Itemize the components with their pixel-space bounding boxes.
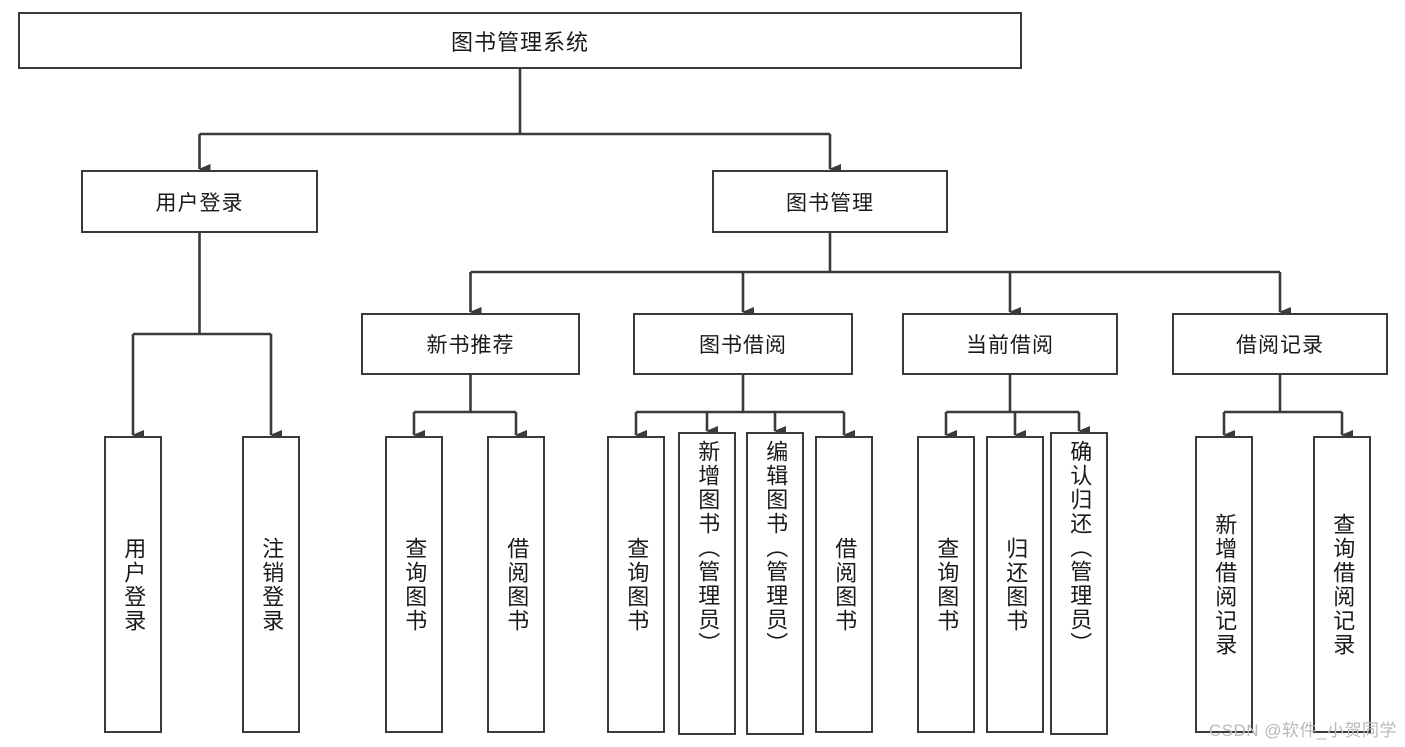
- node-leaf-confirm-return-admin[interactable]: 确认归还（管理员）: [1050, 432, 1108, 735]
- node-label: 注销登录: [259, 536, 285, 633]
- node-leaf-query-book-2[interactable]: 查询图书: [607, 436, 665, 733]
- node-leaf-user-logout[interactable]: 注销登录: [242, 436, 300, 733]
- node-label: 图书管理: [786, 191, 874, 215]
- csdn-watermark: CSDN @软件_小贺同学: [1208, 721, 1397, 740]
- node-user-login[interactable]: 用户登录: [81, 170, 318, 233]
- node-root[interactable]: 图书管理系统: [18, 12, 1022, 69]
- node-leaf-add-book-admin[interactable]: 新增图书（管理员）: [678, 432, 736, 735]
- node-borrow-record[interactable]: 借阅记录: [1172, 313, 1388, 375]
- node-book-borrow[interactable]: 图书借阅: [633, 313, 853, 375]
- node-label: 查询图书: [402, 536, 428, 633]
- node-label: 新书推荐: [426, 334, 515, 357]
- node-leaf-borrow-book-2[interactable]: 借阅图书: [815, 436, 873, 733]
- node-label: 确认归还（管理员）: [1067, 440, 1093, 656]
- node-label: 查询图书: [624, 536, 650, 633]
- node-book-manage[interactable]: 图书管理: [712, 170, 948, 233]
- node-label: 图书管理系统: [450, 29, 589, 55]
- node-label: 新增借阅记录: [1212, 512, 1238, 657]
- node-leaf-edit-book-admin[interactable]: 编辑图书（管理员）: [746, 432, 804, 735]
- node-label: 借阅图书: [832, 536, 858, 633]
- node-label: 新增图书（管理员）: [695, 440, 721, 656]
- node-label: 图书借阅: [699, 334, 787, 357]
- node-leaf-borrow-book-1[interactable]: 借阅图书: [487, 436, 545, 733]
- node-label: 查询图书: [934, 536, 960, 633]
- node-current-borrow[interactable]: 当前借阅: [902, 313, 1118, 375]
- node-leaf-add-borrow-record[interactable]: 新增借阅记录: [1195, 436, 1253, 733]
- node-new-book-recommend[interactable]: 新书推荐: [361, 313, 580, 375]
- node-label: 用户登录: [155, 191, 244, 215]
- node-leaf-user-login[interactable]: 用户登录: [104, 436, 162, 733]
- node-leaf-query-book-1[interactable]: 查询图书: [385, 436, 443, 733]
- node-leaf-query-borrow-record[interactable]: 查询借阅记录: [1313, 436, 1371, 733]
- node-label: 归还图书: [1003, 536, 1029, 633]
- node-label: 借阅图书: [504, 536, 530, 633]
- node-label: 编辑图书（管理员）: [763, 440, 789, 656]
- node-label: 查询借阅记录: [1330, 512, 1356, 657]
- node-label: 借阅记录: [1236, 334, 1324, 357]
- node-leaf-query-book-3[interactable]: 查询图书: [917, 436, 975, 733]
- node-leaf-return-book[interactable]: 归还图书: [986, 436, 1044, 733]
- node-label: 用户登录: [121, 536, 147, 633]
- node-label: 当前借阅: [966, 334, 1054, 357]
